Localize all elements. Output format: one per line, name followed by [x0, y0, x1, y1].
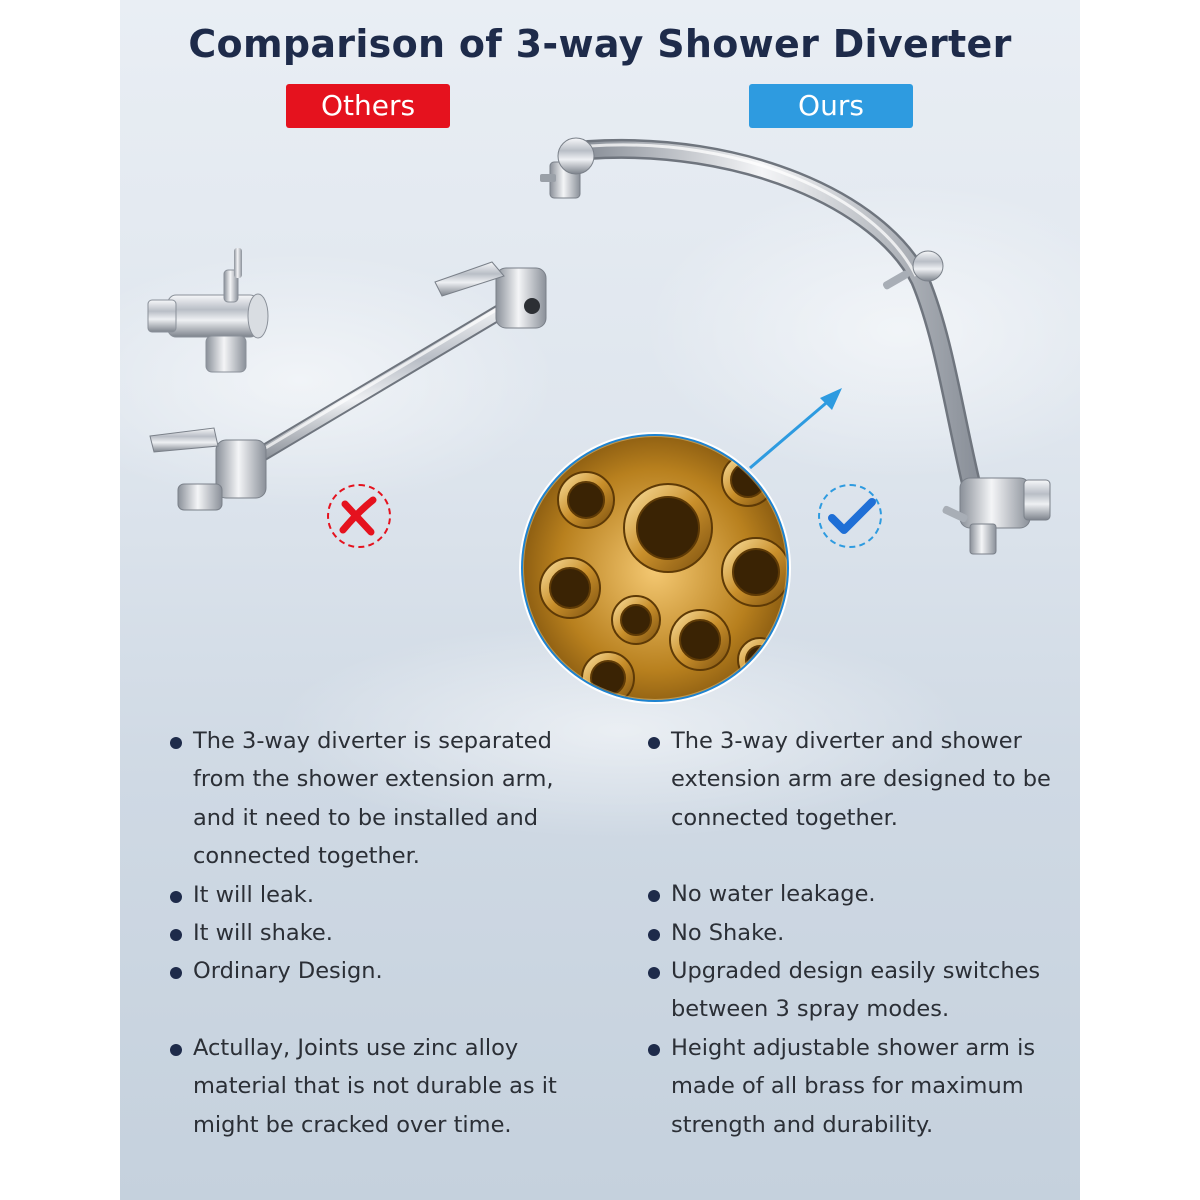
spacer: [170, 991, 600, 1029]
list-item: No Shake.: [648, 914, 1078, 952]
brass-pipes-image: [519, 432, 791, 704]
ours-badge: Ours: [749, 84, 913, 128]
cross-icon: [327, 484, 391, 548]
bullet-icon: [648, 737, 660, 749]
bullet-icon: [648, 890, 660, 903]
list-item: No water leakage.: [648, 875, 1078, 913]
ours-bullet-list: The 3-way diverter and shower extension …: [648, 722, 1078, 1144]
bullet-text: Actullay, Joints use zinc alloy material…: [193, 1034, 557, 1138]
separate-diverter-image: [147, 248, 269, 373]
bullet-text: It will leak.: [193, 881, 314, 908]
arrow-icon: [749, 388, 842, 470]
page-title: Comparison of 3-way Shower Diverter: [188, 22, 1012, 66]
bullet-text: The 3-way diverter and shower extension …: [671, 728, 1051, 831]
bullet-icon: [170, 929, 182, 942]
bullet-text: The 3-way diverter is separated from the…: [193, 728, 554, 870]
bullet-text: No water leakage.: [671, 881, 876, 908]
bullet-text: No Shake.: [671, 919, 785, 946]
spacer: [648, 837, 1078, 875]
list-item: Upgraded design easily switches between …: [648, 952, 1078, 1029]
straight-extension-arm-image: [149, 261, 547, 511]
bullet-text: Height adjustable shower arm is made of …: [671, 1034, 1036, 1138]
curved-adjustable-arm-image: [540, 137, 1051, 555]
bullet-text: It will shake.: [193, 920, 333, 947]
bullet-icon: [648, 967, 660, 980]
list-item: It will shake.: [170, 914, 600, 952]
list-item: Ordinary Design.: [170, 952, 600, 990]
list-item: The 3-way diverter is separated from the…: [170, 722, 600, 876]
bullet-text: Upgraded design easily switches between …: [671, 958, 1041, 1023]
checkmark-icon: [818, 484, 882, 548]
background-haze: [640, 180, 1080, 480]
background-haze: [120, 250, 560, 510]
product-illustration: [147, 137, 1051, 704]
bullet-icon: [170, 737, 182, 749]
bullet-icon: [648, 1043, 660, 1056]
list-item: Height adjustable shower arm is made of …: [648, 1029, 1078, 1144]
list-item: Actullay, Joints use zinc alloy material…: [170, 1029, 600, 1144]
others-badge: Others: [286, 84, 450, 128]
bullet-icon: [170, 967, 182, 980]
list-item: It will leak.: [170, 876, 600, 914]
bullet-text: Ordinary Design.: [193, 958, 383, 985]
bullet-icon: [170, 890, 182, 903]
list-item: The 3-way diverter and shower extension …: [648, 722, 1078, 837]
others-bullet-list: The 3-way diverter is separated from the…: [170, 722, 600, 1144]
bullet-icon: [170, 1043, 182, 1056]
comparison-panel: Comparison of 3-way Shower Diverter Othe…: [120, 0, 1080, 1200]
bullet-icon: [648, 928, 660, 941]
